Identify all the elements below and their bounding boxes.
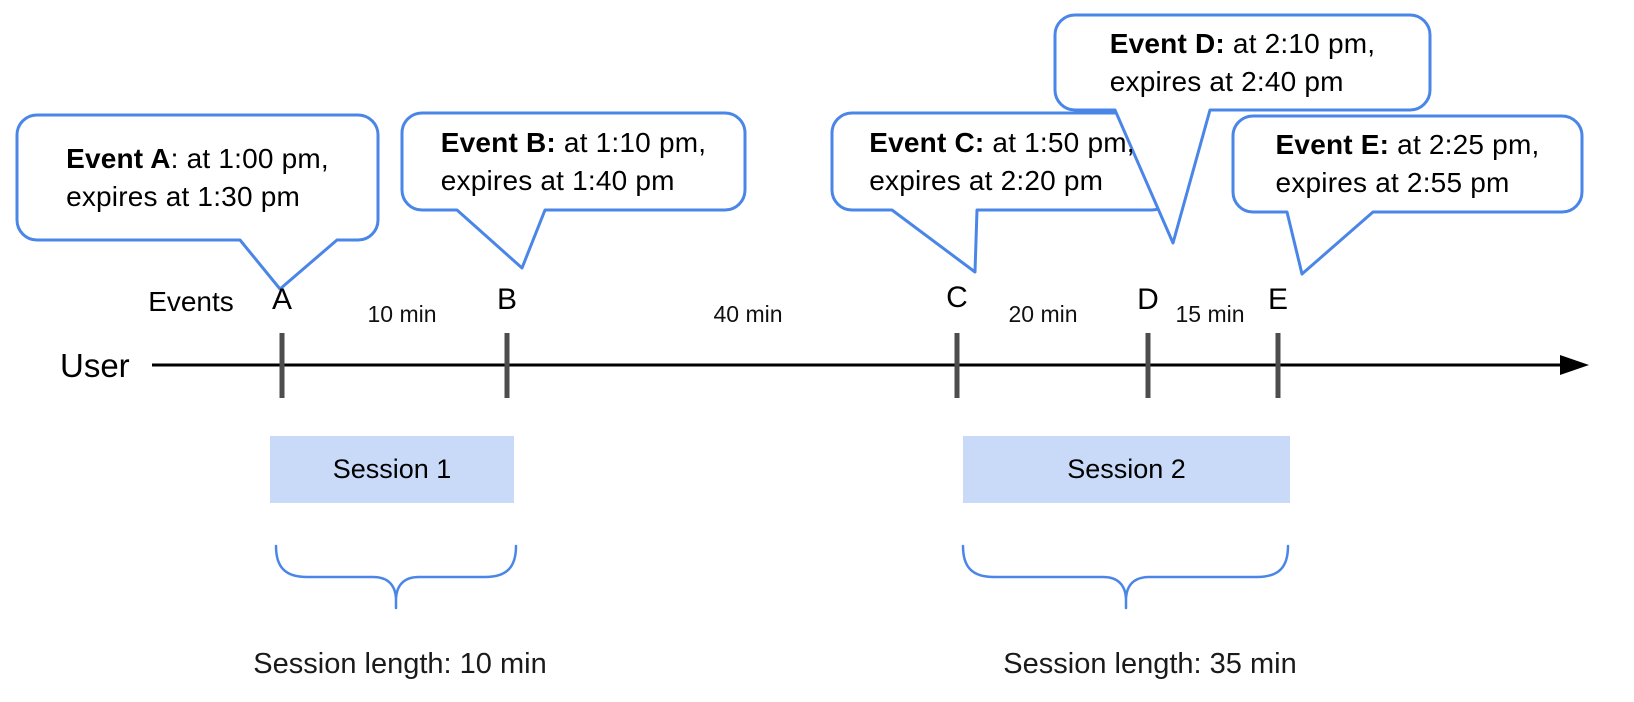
- events-header: Events: [148, 286, 234, 317]
- interval-c-d: 20 min: [1008, 301, 1078, 327]
- interval-a-b: 10 min: [367, 301, 437, 327]
- marker-A: A: [271, 283, 292, 316]
- bubble-B-shape: [400, 111, 747, 270]
- session-2-box: [963, 436, 1290, 503]
- session-2-label: Session 2: [1067, 454, 1186, 484]
- marker-C: C: [946, 281, 968, 314]
- session-2-brace: [961, 544, 1290, 610]
- session-2-length: Session length: 35 min: [1003, 648, 1297, 680]
- marker-E: E: [1267, 283, 1288, 316]
- bubble-C-shape: [830, 111, 1174, 274]
- bubble-D-shape: [1053, 13, 1432, 245]
- bubble-E-shape: [1231, 114, 1584, 276]
- bubble-A-shape: [15, 113, 380, 291]
- session-1-length: Session length: 10 min: [253, 648, 547, 680]
- marker-D: D: [1137, 283, 1159, 316]
- interval-b-c: 40 min: [713, 301, 783, 327]
- session-1-label: Session 1: [332, 454, 452, 484]
- marker-B: B: [496, 283, 517, 316]
- timeline-arrowhead-icon: [1560, 355, 1589, 375]
- interval-d-e: 15 min: [1175, 301, 1245, 327]
- session-1-brace: [274, 544, 518, 610]
- user-label: User: [60, 347, 130, 384]
- session-1-box: [270, 436, 514, 503]
